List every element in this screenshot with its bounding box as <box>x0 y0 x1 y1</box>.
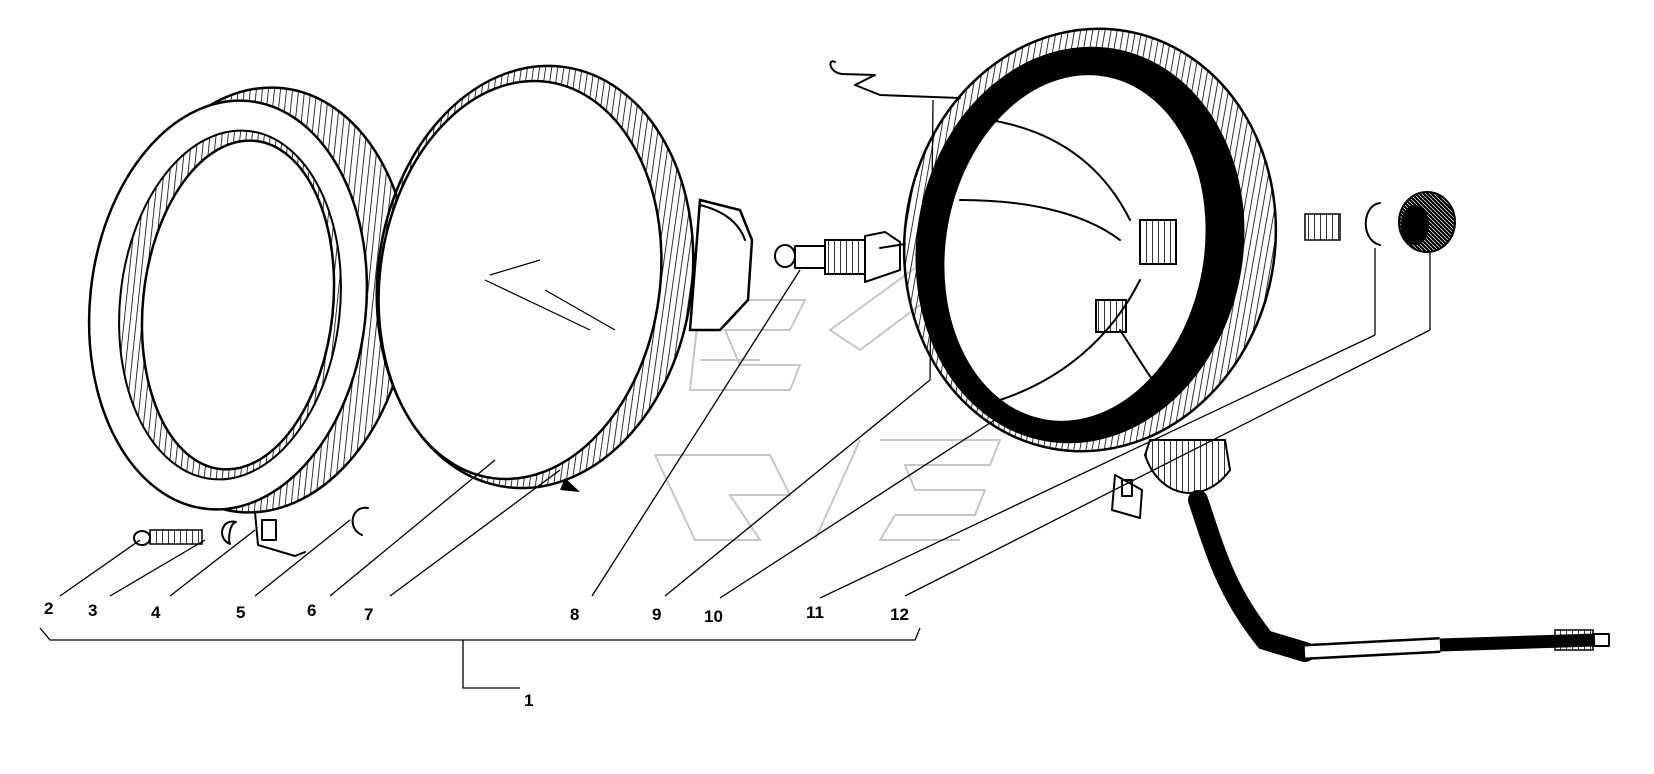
callout-number: 8 <box>570 605 579 624</box>
bulb-icon <box>774 231 906 283</box>
cable-icon <box>1188 490 1610 662</box>
callout-labels: 1 2 3 4 5 6 7 8 9 10 11 12 <box>44 599 909 710</box>
washer-icon <box>351 506 369 536</box>
trim-ring-icon <box>87 86 413 514</box>
headlamp-housing-icon <box>902 27 1341 519</box>
callout-number: 7 <box>364 605 373 624</box>
callout-number: 4 <box>151 603 161 622</box>
callout-number: 10 <box>704 607 723 626</box>
spring-clip-icon <box>221 520 237 545</box>
screw-icon <box>133 529 203 546</box>
lens-unit-icon <box>375 64 754 492</box>
mounting-bracket-icon <box>254 511 306 557</box>
wire-spring-icon <box>829 60 961 99</box>
callout-number: 6 <box>307 601 316 620</box>
nut-icon <box>1398 191 1456 253</box>
leader-lines <box>39 99 1431 689</box>
callout-number: 1 <box>524 691 533 710</box>
callout-number: 12 <box>890 605 909 624</box>
callout-number: 9 <box>652 605 661 624</box>
callout-number: 2 <box>44 599 53 618</box>
callout-number: 3 <box>88 601 97 620</box>
callout-number: 11 <box>806 603 824 622</box>
callout-number: 5 <box>236 603 245 622</box>
washer-icon <box>1364 202 1381 246</box>
